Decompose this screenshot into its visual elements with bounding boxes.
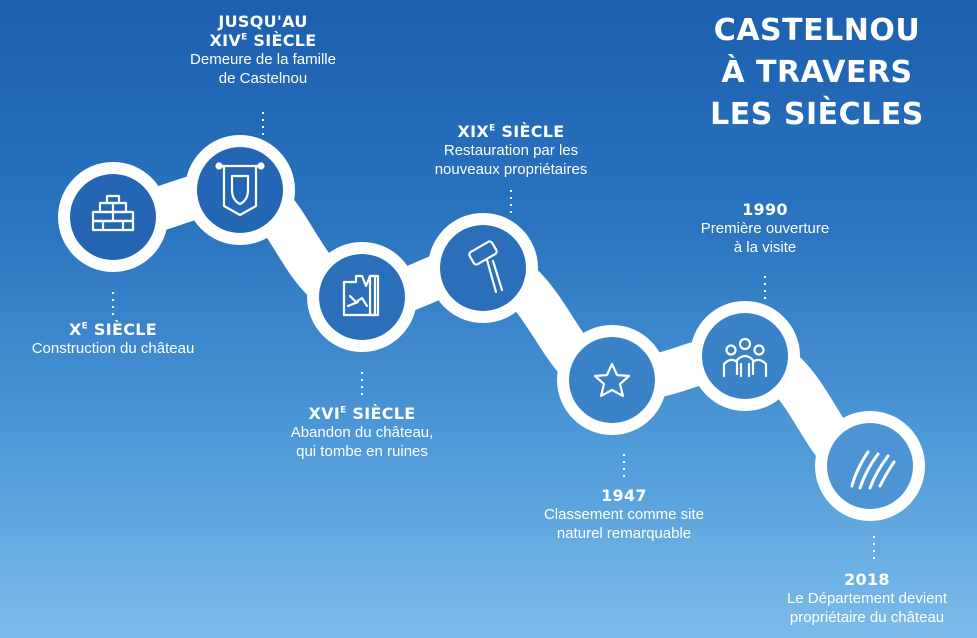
title-line-2: À TRAVERS xyxy=(721,55,913,90)
ruins-icon xyxy=(342,274,380,317)
event-period: 1947 xyxy=(601,486,647,505)
event-description-line-2: naturel remarquable xyxy=(556,525,692,542)
event-1947: 1947 Classement comme site naturel remar… xyxy=(514,486,734,543)
event-period: XE SIÈCLE xyxy=(68,320,158,339)
bricks-icon xyxy=(91,194,135,232)
event-period: XIVE SIÈCLE xyxy=(209,31,317,50)
event-description-line-1: Restauration par les xyxy=(443,142,579,159)
event-description-line-2: nouveaux propriétaires xyxy=(434,161,588,178)
star-icon xyxy=(593,362,631,398)
page-title: CASTELNOU À TRAVERS LES SIÈCLES xyxy=(687,10,947,136)
event-period: 2018 xyxy=(844,570,890,589)
event-period: XVIE SIÈCLE xyxy=(308,404,416,423)
event-description-line-2: à la visite xyxy=(733,239,797,256)
visitors-icon xyxy=(722,337,768,378)
event-description-line-1: Première ouverture xyxy=(700,220,830,237)
mallet-icon xyxy=(468,240,504,294)
banner-shield-icon xyxy=(215,162,265,217)
event-x-siecle: XE SIÈCLE Construction du château xyxy=(0,320,226,358)
event-2018: 2018 Le Département devient propriétaire… xyxy=(757,570,977,627)
event-description-line-2: de Castelnou xyxy=(218,70,308,87)
title-line-1: CASTELNOU xyxy=(713,13,921,48)
event-description: Construction du château xyxy=(31,340,195,357)
event-xvi-siecle: XVIE SIÈCLE Abandon du château, qui tomb… xyxy=(262,404,462,461)
event-period: XIXE SIÈCLE xyxy=(457,122,565,141)
title-line-3: LES SIÈCLES xyxy=(710,97,924,132)
event-1990: 1990 Première ouverture à la visite xyxy=(665,200,865,257)
event-period: 1990 xyxy=(742,200,788,219)
event-description-line-1: Le Département devient xyxy=(786,590,948,607)
event-period-pre: JUSQU'AU xyxy=(218,12,308,31)
event-description-line-1: Demeure de la famille xyxy=(190,51,336,68)
dotted-leaders xyxy=(112,112,875,562)
event-description-line-2: propriétaire du château xyxy=(789,609,945,626)
event-description-line-1: Classement comme site xyxy=(543,506,705,523)
scratch-marks-icon xyxy=(850,450,896,490)
event-description-line-1: Abandon du château, xyxy=(290,424,434,441)
event-xiv-siecle: JUSQU'AU XIVE SIÈCLE Demeure de la famil… xyxy=(163,12,363,88)
event-description-line-2: qui tombe en ruines xyxy=(296,443,428,460)
event-xix-siecle: XIXE SIÈCLE Restauration par les nouveau… xyxy=(406,122,616,179)
